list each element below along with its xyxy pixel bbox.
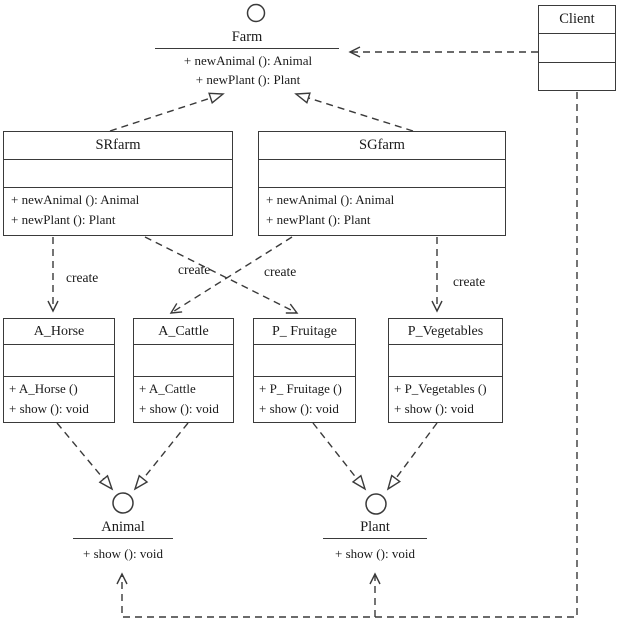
- attributes-compartment: [134, 344, 233, 376]
- class-title: SRfarm: [95, 137, 141, 153]
- attributes-compartment: [4, 344, 114, 376]
- method: + A_Cattle: [139, 381, 196, 396]
- method: + show (): void: [259, 400, 339, 416]
- methods-compartment: + newAnimal (): Animal + newPlant (): Pl…: [4, 187, 232, 233]
- class-title: Client: [559, 11, 595, 27]
- create-label: create: [453, 274, 486, 289]
- class-box-p-vegetables: P_Vegetables + P_Vegetables () + show ()…: [388, 318, 503, 423]
- class-title: P_Vegetables: [407, 323, 484, 339]
- animal-interface-circle: [112, 492, 134, 514]
- create-label: create: [264, 264, 297, 279]
- methods-compartment: [539, 62, 615, 89]
- methods-compartment: + P_Vegetables () + show (): void: [389, 376, 502, 421]
- method: + show (): void: [394, 400, 474, 416]
- farm-method: + newPlant (): Plant: [195, 71, 301, 87]
- class-title: SGfarm: [359, 137, 405, 153]
- method: + newAnimal (): Animal: [11, 192, 140, 207]
- animal-interface-methods: + show (): void: [63, 545, 183, 564]
- plant-interface-circle: [365, 493, 387, 515]
- class-box-a-horse: A_Horse + A_Horse () + show (): void: [3, 318, 115, 423]
- plant-interface-name: Plant: [323, 519, 427, 539]
- method: + P_ Fruitage (): [259, 381, 342, 396]
- class-box-a-cattle: A_Cattle + A_Cattle + show (): void: [133, 318, 234, 423]
- create-label: create: [178, 262, 211, 277]
- farm-interface-name: Farm: [155, 29, 339, 49]
- class-title: P_ Fruitage: [272, 323, 337, 339]
- attributes-compartment: [389, 344, 502, 376]
- class-box-p-fruitage: P_ Fruitage + P_ Fruitage () + show (): …: [253, 318, 356, 423]
- class-title: A_Horse: [33, 323, 85, 339]
- attributes-compartment: [4, 159, 232, 187]
- realization-arrow-srfarm-farm: [109, 92, 225, 132]
- realization-arrow-ahorse-animal: [56, 422, 114, 491]
- farm-interface-circle: [246, 3, 266, 23]
- method: + P_Vegetables (): [394, 381, 487, 396]
- realization-arrow-acattle-animal: [133, 422, 189, 491]
- realization-arrow-sgfarm-farm: [294, 92, 414, 132]
- plant-interface-methods: + show (): void: [315, 545, 435, 564]
- create-label: create: [66, 270, 99, 285]
- method: + show (): void: [83, 546, 163, 561]
- methods-compartment: + A_Horse () + show (): void: [4, 376, 114, 421]
- method: + show (): void: [9, 400, 89, 416]
- method: + newPlant (): Plant: [266, 211, 371, 227]
- farm-interface-methods: + newAnimal (): Animal + newPlant (): Pl…: [153, 52, 343, 90]
- dependency-arrow-client-animal: [116, 92, 578, 618]
- attributes-compartment: [254, 344, 355, 376]
- methods-compartment: + A_Cattle + show (): void: [134, 376, 233, 421]
- class-box-srfarm: SRfarm + newAnimal (): Animal + newPlant…: [3, 131, 233, 236]
- realization-arrow-pfruitage-plant: [312, 422, 367, 491]
- animal-interface-name: Animal: [73, 519, 173, 539]
- method: + show (): void: [335, 546, 415, 561]
- attributes-compartment: [259, 159, 505, 187]
- class-box-client: Client: [538, 5, 616, 91]
- create-arrow-srfarm-pfruitage: [144, 236, 299, 314]
- attributes-compartment: [539, 33, 615, 62]
- realization-arrow-pvegetables-plant: [386, 422, 438, 491]
- class-title: A_Cattle: [158, 323, 209, 339]
- method: + show (): void: [139, 400, 219, 416]
- farm-method: + newAnimal (): Animal: [183, 53, 313, 68]
- class-box-sgfarm: SGfarm + newAnimal (): Animal + newPlant…: [258, 131, 506, 236]
- method: + newAnimal (): Animal: [266, 192, 395, 207]
- method: + newPlant (): Plant: [11, 211, 116, 227]
- methods-compartment: + P_ Fruitage () + show (): void: [254, 376, 355, 421]
- method: + A_Horse (): [9, 381, 78, 396]
- methods-compartment: + newAnimal (): Animal + newPlant (): Pl…: [259, 187, 505, 233]
